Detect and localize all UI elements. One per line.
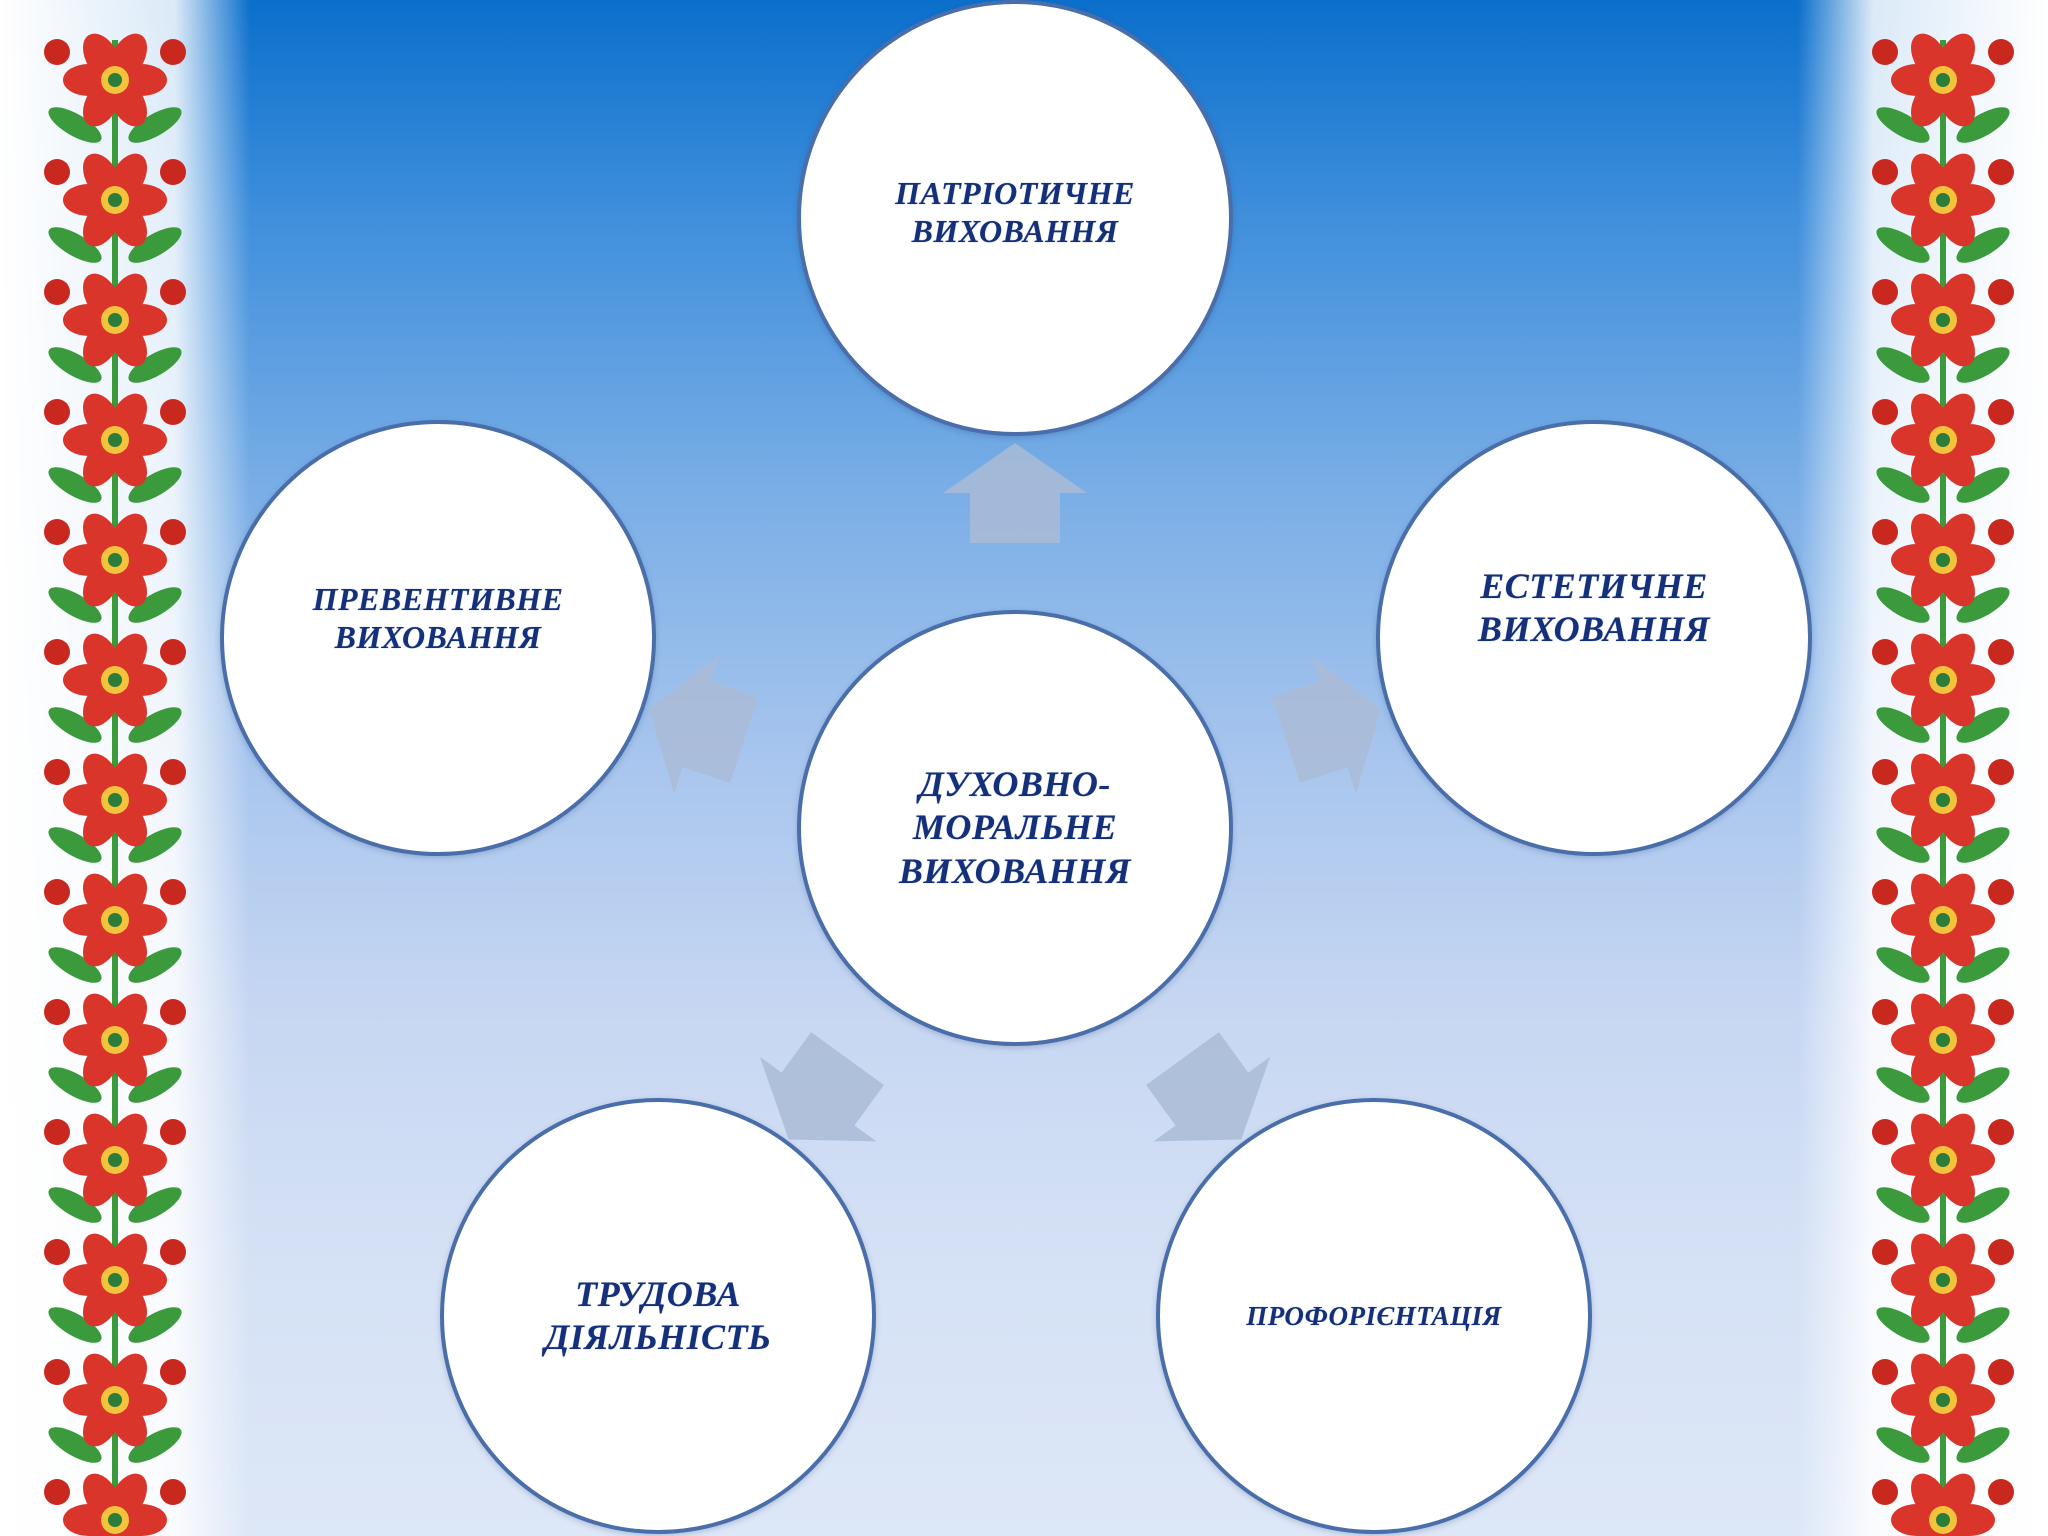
circle-preventive: ПРЕВЕНТИВНЕ ВИХОВАННЯ <box>220 420 656 856</box>
flower-icon <box>44 1233 186 1343</box>
circle-patriotic: ПАТРІОТИЧНЕ ВИХОВАННЯ <box>797 0 1233 436</box>
flower-icon <box>44 273 186 383</box>
flower-icon <box>1872 153 2014 263</box>
center-circle: ДУХОВНО- МОРАЛЬНЕ ВИХОВАННЯ <box>797 610 1233 1046</box>
flower-icon <box>1872 1233 2014 1343</box>
patriotic-label: ПАТРІОТИЧНЕ ВИХОВАННЯ <box>895 175 1135 250</box>
arrow-to-patriotic <box>943 443 1087 543</box>
labor-label: ТРУДОВА ДІЯЛЬНІСТЬ <box>544 1273 772 1357</box>
arrow-to-career-guidance <box>1146 1032 1271 1142</box>
flower-icon <box>1872 633 2014 743</box>
flower-icon <box>1872 873 2014 983</box>
flower-icon <box>44 393 186 503</box>
flower-icon <box>44 153 186 263</box>
flower-icon <box>44 873 186 983</box>
flower-icon <box>44 1473 186 1536</box>
flower-icon <box>44 33 186 143</box>
career-guidance-label: ПРОФОРІЄНТАЦІЯ <box>1246 1300 1502 1331</box>
circle-labor: ТРУДОВА ДІЯЛЬНІСТЬ <box>440 1098 876 1534</box>
flower-icon <box>44 1353 186 1463</box>
circle-aesthetic: ЕСТЕТИЧНЕ ВИХОВАННЯ <box>1376 420 1812 856</box>
flower-icon <box>44 1113 186 1223</box>
aesthetic-label: ЕСТЕТИЧНЕ ВИХОВАННЯ <box>1477 565 1711 649</box>
arrow-to-aesthetic <box>1272 656 1382 793</box>
flower-icon <box>44 753 186 863</box>
flower-icon <box>1872 273 2014 383</box>
flower-icon <box>44 633 186 743</box>
flower-icon <box>1872 1113 2014 1223</box>
preventive-label: ПРЕВЕНТИВНЕ ВИХОВАННЯ <box>312 580 564 655</box>
flower-icon <box>1872 1473 2014 1536</box>
floral-border-left-svg <box>0 0 250 1536</box>
flower-icon <box>1872 1353 2014 1463</box>
flower-icon <box>44 513 186 623</box>
circle-career-guidance: ПРОФОРІЄНТАЦІЯ <box>1156 1098 1592 1534</box>
floral-border-right-svg <box>1798 0 2048 1536</box>
flower-icon <box>1872 393 2014 503</box>
flower-icon <box>1872 33 2014 143</box>
flower-icon <box>44 993 186 1103</box>
floral-border-right <box>1798 0 2048 1536</box>
flower-icon <box>1872 753 2014 863</box>
floral-border-left <box>0 0 250 1536</box>
arrow-to-preventive <box>648 656 758 793</box>
center-label: ДУХОВНО- МОРАЛЬНЕ ВИХОВАННЯ <box>898 764 1132 891</box>
flower-icon <box>1872 513 2014 623</box>
flower-icon <box>1872 993 2014 1103</box>
arrow-to-labor <box>759 1032 884 1142</box>
